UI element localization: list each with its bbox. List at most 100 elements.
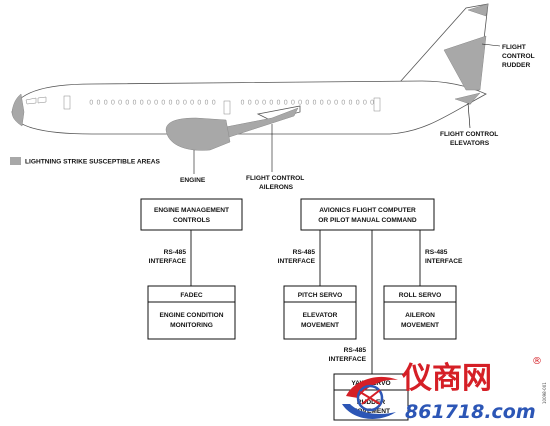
cabin-window	[248, 99, 252, 105]
fadec-body-line-2: MONITORING	[170, 322, 213, 329]
engine-label-text: ENGINE	[180, 177, 206, 184]
cabin-window	[305, 99, 309, 105]
cabin-window	[183, 99, 187, 105]
ailerons-label-line-2: AILERONS	[259, 184, 294, 191]
nose-zone	[11, 93, 25, 127]
cabin-window	[140, 99, 144, 105]
cabin-window	[197, 99, 201, 105]
rudder-label-line-1: FLIGHT	[502, 44, 526, 51]
cabin-window	[341, 99, 345, 105]
afc-line-2: OR PILOT MANUAL COMMAND	[318, 217, 417, 224]
ailerons-label: FLIGHT CONTROL AILERONS	[246, 124, 304, 191]
roll-interface-label: RS-485 INTERFACE	[425, 249, 463, 265]
yaw-body-line-1: RUDDER	[357, 399, 385, 406]
aircraft-outline	[11, 3, 489, 135]
roll-servo-box: ROLL SERVO AILERON MOVEMENT	[383, 285, 457, 340]
yaw-if-line-1: RS-485	[344, 347, 367, 354]
cabin-window	[147, 99, 151, 105]
legend-swatch	[10, 157, 21, 165]
cabin-window	[255, 99, 259, 105]
fadec-if-line-1: RS-485	[164, 249, 187, 256]
cabin-window	[334, 99, 338, 105]
pitch-servo-box: PITCH SERVO ELEVATOR MOVEMENT	[283, 285, 357, 340]
cabin-window	[154, 99, 158, 105]
cabin-window	[190, 99, 194, 105]
connectors	[190, 230, 421, 374]
engine-management-box: ENGINE MANAGEMENT CONTROLS	[140, 198, 243, 231]
cabin-window	[276, 99, 281, 105]
cabin-window	[269, 99, 273, 105]
cabin-window	[370, 99, 374, 105]
yaw-body-line-2: MOVEMENT	[352, 408, 390, 415]
tail-tip-zone	[467, 3, 489, 17]
pitch-if-line-1: RS-485	[293, 249, 316, 256]
cabin-window	[284, 99, 288, 105]
watermark-domain: 861718.com	[405, 401, 536, 423]
fadec-box: FADEC ENGINE CONDITION MONITORING	[147, 285, 236, 340]
emc-line-2: CONTROLS	[173, 217, 211, 224]
engine-zone	[165, 117, 231, 151]
engine-label: ENGINE	[180, 150, 206, 184]
cabin-window	[356, 99, 360, 105]
pitch-body-line-2: MOVEMENT	[301, 322, 339, 329]
ailerons-label-line-1: FLIGHT CONTROL	[246, 175, 304, 182]
cabin-windows	[89, 99, 374, 105]
rudder-label: FLIGHT CONTROL RUDDER	[481, 43, 535, 69]
cabin-window	[125, 99, 129, 105]
watermark-logo-icon	[342, 376, 398, 419]
cabin-window	[262, 99, 266, 105]
cabin-window	[204, 99, 209, 105]
avionics-computer-box: AVIONICS FLIGHT COMPUTER OR PILOT MANUAL…	[300, 198, 435, 231]
rudder-zone	[443, 35, 487, 91]
cabin-window	[212, 99, 216, 105]
legend: LIGHTNING STRIKE SUSCEPTIBLE AREAS	[10, 157, 161, 166]
rudder-label-line-3: RUDDER	[502, 62, 530, 69]
cabin-window	[363, 99, 367, 105]
cabin-window	[320, 99, 324, 105]
cabin-window	[240, 99, 245, 105]
roll-body-line-2: MOVEMENT	[401, 322, 439, 329]
rudder-label-line-2: CONTROL	[502, 53, 535, 60]
cabin-window	[312, 99, 317, 105]
afc-line-1: AVIONICS FLIGHT COMPUTER	[319, 207, 416, 214]
cabin-window	[96, 99, 101, 105]
legend-text: LIGHTNING STRIKE SUSCEPTIBLE AREAS	[25, 159, 161, 166]
pitch-if-line-2: INTERFACE	[278, 258, 316, 265]
cabin-window	[89, 99, 93, 105]
cabin-window	[291, 99, 295, 105]
fadec-if-line-2: INTERFACE	[149, 258, 187, 265]
fadec-interface-label: RS-485 INTERFACE	[149, 249, 187, 265]
pitch-title: PITCH SERVO	[298, 292, 343, 299]
emc-line-1: ENGINE MANAGEMENT	[154, 207, 229, 214]
cabin-window	[161, 99, 165, 105]
figure-code: 10098-001	[542, 382, 547, 404]
cabin-window	[111, 99, 115, 105]
roll-if-line-1: RS-485	[425, 249, 448, 256]
watermark: 仪商网 ® 861718.com	[342, 356, 542, 423]
cabin-window	[104, 99, 108, 105]
roll-body-line-1: AILERON	[405, 312, 435, 319]
roll-title: ROLL SERVO	[399, 292, 442, 299]
lightning-susceptible-zones	[11, 3, 489, 151]
cabin-window	[176, 99, 180, 105]
cabin-window	[348, 99, 353, 105]
cabin-window	[327, 99, 331, 105]
pitch-body-line-1: ELEVATOR	[303, 312, 338, 319]
cabin-window	[298, 99, 302, 105]
elevators-label-line-1: FLIGHT CONTROL	[440, 131, 498, 138]
watermark-chinese: 仪商网	[401, 361, 492, 396]
fadec-title: FADEC	[180, 292, 203, 299]
cabin-window	[132, 99, 137, 105]
cabin-window	[168, 99, 173, 105]
elevators-label: FLIGHT CONTROL ELEVATORS	[440, 102, 498, 147]
elevator-zone	[454, 92, 481, 105]
yaw-interface-label: RS-485 INTERFACE	[329, 347, 367, 363]
fadec-body-line-1: ENGINE CONDITION	[159, 312, 223, 319]
cabin-window	[118, 99, 122, 105]
pitch-interface-label: RS-485 INTERFACE	[278, 249, 316, 265]
yaw-if-line-2: INTERFACE	[329, 356, 367, 363]
roll-if-line-2: INTERFACE	[425, 258, 463, 265]
elevators-label-line-2: ELEVATORS	[450, 140, 490, 147]
watermark-registered: ®	[532, 356, 542, 367]
